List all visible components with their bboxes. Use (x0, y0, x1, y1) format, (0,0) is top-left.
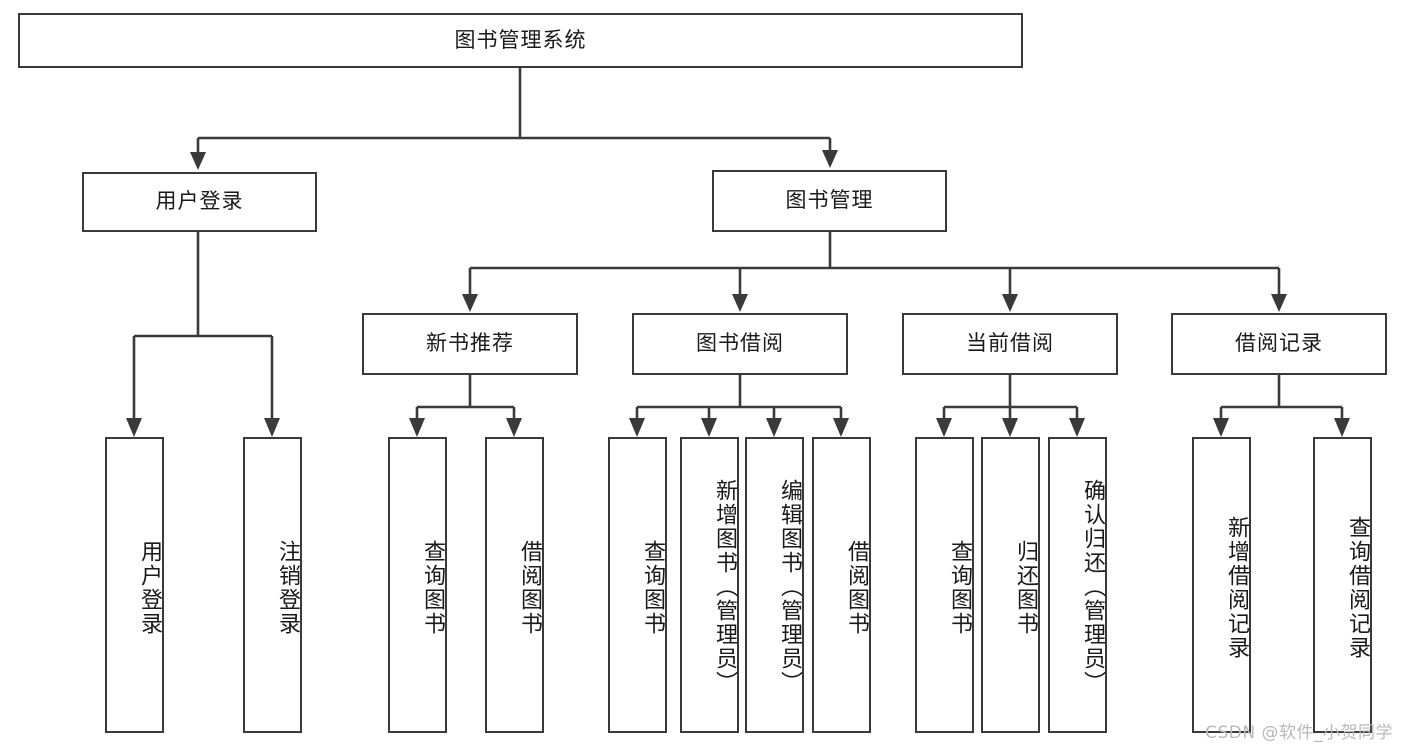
arrowhead-book-manage (822, 150, 838, 168)
node-label: 归还图书 (1013, 540, 1038, 636)
node-root-book-management-system[interactable]: 图书管理系统 (18, 13, 1023, 68)
node-label: 新增借阅记录 (1224, 516, 1249, 660)
arrowhead-leaf-return-book (1002, 418, 1018, 437)
arrowhead-leaf-user-logout (264, 418, 280, 437)
arrowhead-user-login (190, 152, 206, 170)
arrowhead-current-borrow (1002, 294, 1018, 312)
node-leaf-user-logout[interactable]: 注销登录 (243, 437, 302, 733)
node-borrow-record[interactable]: 借阅记录 (1171, 313, 1387, 375)
node-label: 用户登录 (155, 189, 244, 214)
arrowhead-leaf-user-login (126, 418, 142, 437)
node-label: 图书借阅 (696, 331, 784, 356)
node-leaf-borrow-book-2[interactable]: 借阅图书 (812, 437, 871, 733)
node-current-borrow[interactable]: 当前借阅 (902, 313, 1118, 375)
arrowhead-leaf-confirm-return (1069, 418, 1085, 437)
node-leaf-query-book-1[interactable]: 查询图书 (388, 437, 447, 733)
arrowhead-new-book-recommend (462, 294, 478, 312)
arrowhead-leaf-edit-book (766, 418, 782, 437)
node-label: 注销登录 (275, 540, 300, 636)
arrowhead-leaf-query-book-2 (629, 418, 645, 437)
node-new-book-recommend[interactable]: 新书推荐 (362, 313, 578, 375)
node-label: 用户登录 (137, 540, 162, 636)
node-label: 当前借阅 (966, 331, 1054, 356)
node-label: 图书管理 (785, 188, 874, 213)
node-book-manage[interactable]: 图书管理 (712, 170, 947, 232)
node-label: 查询图书 (640, 540, 665, 636)
arrowhead-leaf-query-record (1334, 418, 1350, 437)
node-leaf-return-book[interactable]: 归还图书 (981, 437, 1040, 733)
node-label: 确认归还（管理员） (1080, 479, 1105, 695)
node-leaf-query-record[interactable]: 查询借阅记录 (1313, 437, 1372, 733)
node-label: 编辑图书（管理员） (777, 479, 802, 695)
node-leaf-borrow-book-1[interactable]: 借阅图书 (485, 437, 544, 733)
arrowhead-borrow-record (1271, 294, 1287, 312)
node-leaf-confirm-return[interactable]: 确认归还（管理员） (1048, 437, 1107, 733)
node-leaf-add-book[interactable]: 新增图书（管理员） (680, 437, 739, 733)
csdn-watermark: CSDN @软件_小贺同学 (1205, 723, 1393, 743)
node-user-login[interactable]: 用户登录 (82, 172, 317, 232)
arrowhead-leaf-add-book (701, 418, 717, 437)
arrowhead-leaf-query-book-1 (409, 418, 425, 437)
arrowhead-leaf-borrow-book-1 (506, 418, 522, 437)
node-leaf-add-record[interactable]: 新增借阅记录 (1192, 437, 1251, 733)
node-label: 新书推荐 (426, 331, 514, 356)
node-book-borrow[interactable]: 图书借阅 (632, 313, 848, 375)
node-leaf-edit-book[interactable]: 编辑图书（管理员） (745, 437, 804, 733)
arrowhead-leaf-add-record (1213, 418, 1229, 437)
node-leaf-query-book-3[interactable]: 查询图书 (915, 437, 974, 733)
node-label: 查询图书 (947, 540, 972, 636)
node-label: 新增图书（管理员） (712, 479, 737, 695)
arrowhead-book-borrow (732, 294, 748, 312)
node-leaf-user-login[interactable]: 用户登录 (105, 437, 164, 733)
node-label: 借阅图书 (517, 540, 542, 636)
node-label: 查询借阅记录 (1345, 516, 1370, 660)
node-label: 图书管理系统 (454, 27, 587, 52)
arrowhead-leaf-query-book-3 (936, 418, 952, 437)
node-label: 查询图书 (420, 540, 445, 636)
node-label: 借阅记录 (1235, 331, 1323, 356)
arrowhead-leaf-borrow-book-2 (833, 418, 849, 437)
node-label: 借阅图书 (844, 540, 869, 636)
node-leaf-query-book-2[interactable]: 查询图书 (608, 437, 667, 733)
